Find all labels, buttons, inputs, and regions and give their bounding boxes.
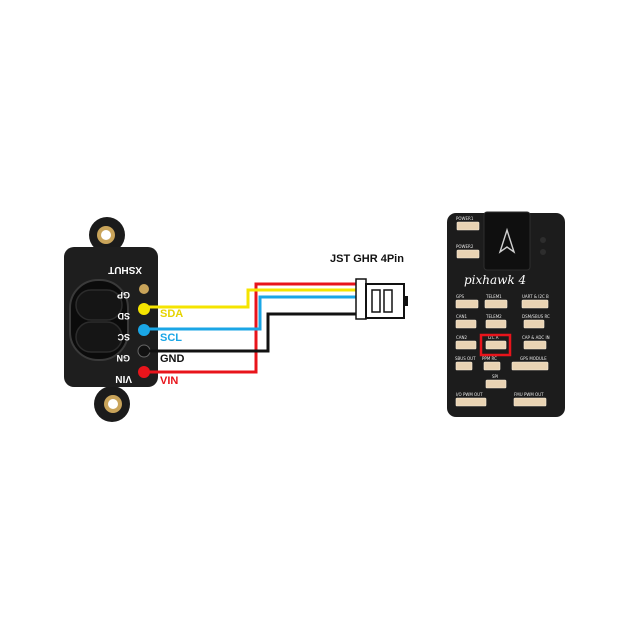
- port-label-can1: CAN1: [456, 314, 468, 319]
- port-label-io-pwm-out: I/O PWM OUT: [456, 392, 483, 397]
- port-label-i2c-a: I2C A: [488, 335, 499, 340]
- pin-pad-sda: [138, 303, 150, 315]
- port-label-ppm-rc: PPM RC: [482, 356, 497, 361]
- port-gps: [455, 299, 479, 309]
- port-sbus-out: [455, 361, 473, 371]
- wire-gnd: [148, 312, 362, 353]
- port-label-power2: POWER2: [456, 244, 474, 249]
- port-dsm-sbus-rc: [523, 319, 545, 329]
- orientation-block: [483, 211, 531, 271]
- pin-label-gnd: GN: [117, 353, 131, 363]
- port-label-gps: GPS: [456, 294, 465, 299]
- wire-label-vin: VIN: [160, 375, 178, 387]
- port-io-pwm-out: [455, 397, 487, 407]
- wire-label-sda: SDA: [160, 308, 183, 320]
- tof-sensor-board: XSHUT GP SD SC GN VIN: [64, 217, 158, 422]
- pin-pad-scl: [138, 324, 150, 336]
- pin-label-gpio: GP: [117, 290, 130, 300]
- sensor-lens-window: [69, 279, 129, 361]
- port-label-telem2: TELEM2: [485, 314, 502, 319]
- port-telem1: [484, 299, 508, 309]
- port-i2c-a: [485, 340, 507, 350]
- port-can1: [455, 319, 477, 329]
- forward-arrow-icon: [498, 227, 516, 254]
- pin-pad-vin: [138, 366, 150, 378]
- wire-sda: [148, 288, 362, 309]
- port-power2: [456, 249, 480, 259]
- port-label-gps-module: GPS MODULE: [520, 356, 547, 361]
- port-label-spi: SPI: [492, 374, 498, 379]
- port-label-fmu-pwm-out: FMU PWM OUT: [514, 392, 544, 397]
- pin-label-vin: VIN: [115, 373, 132, 384]
- pixhawk-4-controller: POWER1 POWER2 GPS TELEM1 UART & I2C B CA…: [447, 211, 565, 417]
- pin-label-scl: SC: [117, 332, 130, 342]
- port-label-can2: CAN2: [456, 335, 468, 340]
- port-label-sbus-out: SBUS OUT: [455, 356, 476, 361]
- port-label-telem1: TELEM1: [485, 294, 502, 299]
- port-fmu-pwm-out: [513, 397, 547, 407]
- wire-label-gnd: GND: [160, 353, 185, 365]
- pin-pad-gpio: [139, 284, 149, 294]
- controller-brand-logo: pixhawk 4: [464, 273, 526, 287]
- port-label-power1: POWER1: [456, 216, 474, 221]
- port-uart-i2c-b: [521, 299, 549, 309]
- jst-connector: [355, 278, 408, 320]
- port-label-cap-adc-in: CAP & ADC IN: [522, 335, 550, 340]
- port-label-uart-i2c-b: UART & I2C B: [522, 294, 549, 299]
- pin-label-xshut: XSHUT: [108, 264, 142, 275]
- port-spi: [485, 379, 507, 389]
- port-ppm-rc: [483, 361, 501, 371]
- port-telem2: [485, 319, 507, 329]
- wire-scl: [148, 295, 362, 331]
- port-gps-module: [511, 361, 549, 371]
- connector-label: JST GHR 4Pin: [330, 253, 404, 265]
- pin-label-sda: SD: [117, 311, 130, 321]
- port-cap-adc-in: [523, 340, 547, 350]
- port-label-dsm-sbus-rc: DSM/SBUS RC: [522, 314, 550, 319]
- port-can2: [455, 340, 477, 350]
- i2c-a-highlight: [479, 333, 512, 357]
- port-power1: [456, 221, 480, 231]
- wire-label-scl: SCL: [160, 332, 182, 344]
- wire-harness: [148, 282, 362, 374]
